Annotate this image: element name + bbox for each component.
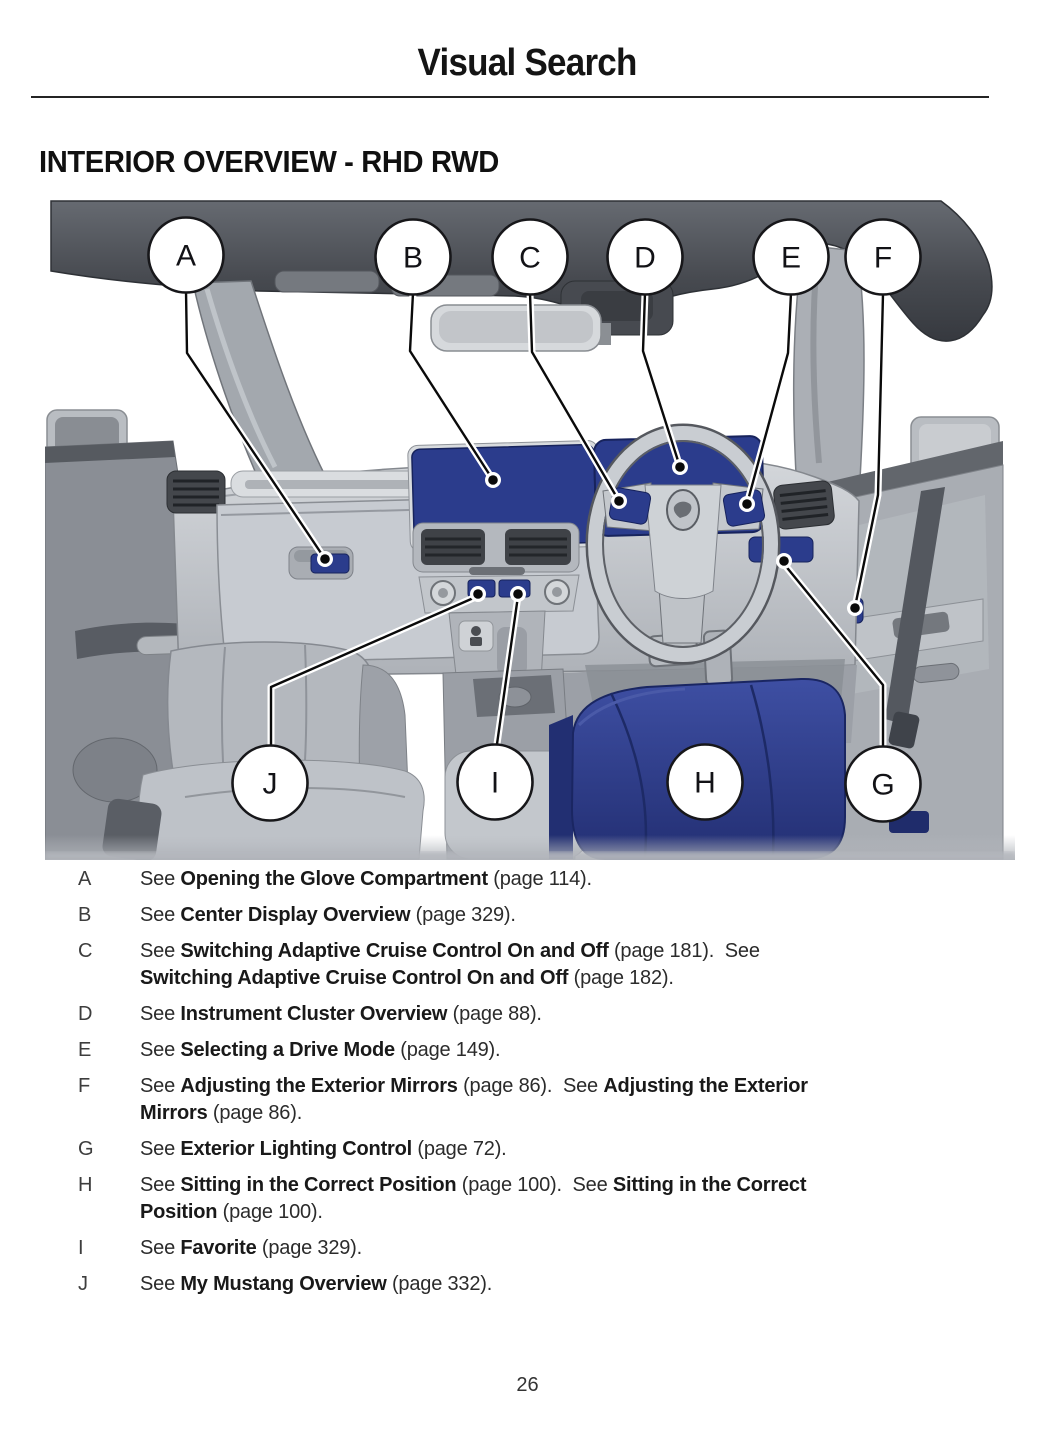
- legend-row-D: D See Instrument Cluster Overview (page 8…: [78, 1001, 990, 1028]
- legend-text: See My Mustang Overview (page 332).: [140, 1273, 493, 1295]
- callout-F: F: [844, 218, 922, 296]
- page-title-text: Visual Search: [417, 42, 638, 84]
- legend-text: See Center Display Overview (page 329).: [140, 904, 516, 926]
- callout-C: C: [491, 218, 569, 296]
- callout-B: B: [374, 218, 452, 296]
- legend-row-G: G See Exterior Lighting Control (page 72)…: [78, 1136, 990, 1163]
- svg-text:J: J: [263, 768, 278, 801]
- svg-text:I: I: [491, 767, 499, 800]
- callout-dots: [317, 459, 863, 616]
- legend-row-B: B See Center Display Overview (page 329).: [78, 902, 990, 929]
- legend-letter: E: [78, 1039, 92, 1061]
- legend: A See Opening the Glove Compartment (page…: [78, 866, 990, 1307]
- page-title: Visual Search: [0, 42, 1055, 85]
- legend-text: See Instrument Cluster Overview (page 88…: [140, 1003, 542, 1025]
- svg-text:E: E: [781, 242, 801, 275]
- section-heading: INTERIOR OVERVIEW - RHD RWD: [39, 144, 499, 179]
- legend-row-C: C See Switching Adaptive Cruise Control O…: [78, 938, 990, 992]
- legend-text: See Exterior Lighting Control (page 72).: [140, 1138, 507, 1160]
- legend-row-I: I See Favorite (page 329).: [78, 1235, 990, 1262]
- svg-text:F: F: [874, 242, 892, 275]
- seat-belt: [885, 487, 945, 725]
- callout-A: A: [147, 216, 225, 294]
- legend-row-H: H See Sitting in the Correct Position (pa…: [78, 1172, 990, 1226]
- legend-text: See Selecting a Drive Mode (page 149).: [140, 1039, 501, 1061]
- steering-wheel: [585, 423, 781, 665]
- legend-letter: B: [78, 904, 92, 926]
- legend-letter: C: [78, 940, 93, 962]
- rear-view-mirror: [430, 304, 611, 352]
- legend-row-F: F See Adjusting the Exterior Mirrors (pag…: [78, 1073, 990, 1127]
- legend-letter: D: [78, 1003, 93, 1025]
- legend-row-E: E See Selecting a Drive Mode (page 149).: [78, 1037, 990, 1064]
- legend-letter: J: [78, 1273, 88, 1295]
- center-air-vents: [412, 522, 580, 575]
- legend-letter: F: [78, 1075, 91, 1097]
- title-divider: [31, 96, 989, 98]
- callout-H: H: [666, 743, 744, 821]
- legend-letter: I: [78, 1237, 84, 1259]
- svg-text:C: C: [519, 242, 541, 275]
- callout-balloons: A B C D E F G H I J: [147, 216, 922, 823]
- svg-text:A: A: [176, 240, 196, 273]
- svg-text:H: H: [694, 767, 716, 800]
- legend-letter: G: [78, 1138, 94, 1160]
- callout-G: G: [844, 745, 922, 823]
- callout-E: E: [752, 218, 830, 296]
- svg-text:D: D: [634, 242, 656, 275]
- right-air-vent: [773, 480, 835, 530]
- svg-text:G: G: [871, 769, 894, 802]
- legend-text: See Favorite (page 329).: [140, 1237, 362, 1259]
- page-number: 26: [516, 1374, 539, 1396]
- left-air-vent: [166, 470, 226, 514]
- svg-text:B: B: [403, 242, 423, 275]
- callout-leader-lines: [182, 287, 887, 750]
- interior-illustration: A B C D E F G H I J: [45, 195, 1015, 860]
- legend-text: See Switching Adaptive Cruise Control On…: [140, 940, 760, 989]
- legend-text: See Sitting in the Correct Position (pag…: [140, 1174, 807, 1223]
- legend-row-J: J See My Mustang Overview (page 332).: [78, 1271, 990, 1298]
- legend-text: See Adjusting the Exterior Mirrors (page…: [140, 1075, 808, 1124]
- legend-text: See Opening the Glove Compartment (page …: [140, 868, 592, 890]
- legend-letter: H: [78, 1174, 93, 1196]
- legend-row-A: A See Opening the Glove Compartment (page…: [78, 866, 990, 893]
- legend-letter: A: [78, 868, 92, 890]
- figure-interior-overview: A B C D E F G H I J: [45, 195, 1015, 860]
- callout-D: D: [606, 218, 684, 296]
- callout-I: I: [456, 743, 534, 821]
- callout-J: J: [231, 744, 309, 822]
